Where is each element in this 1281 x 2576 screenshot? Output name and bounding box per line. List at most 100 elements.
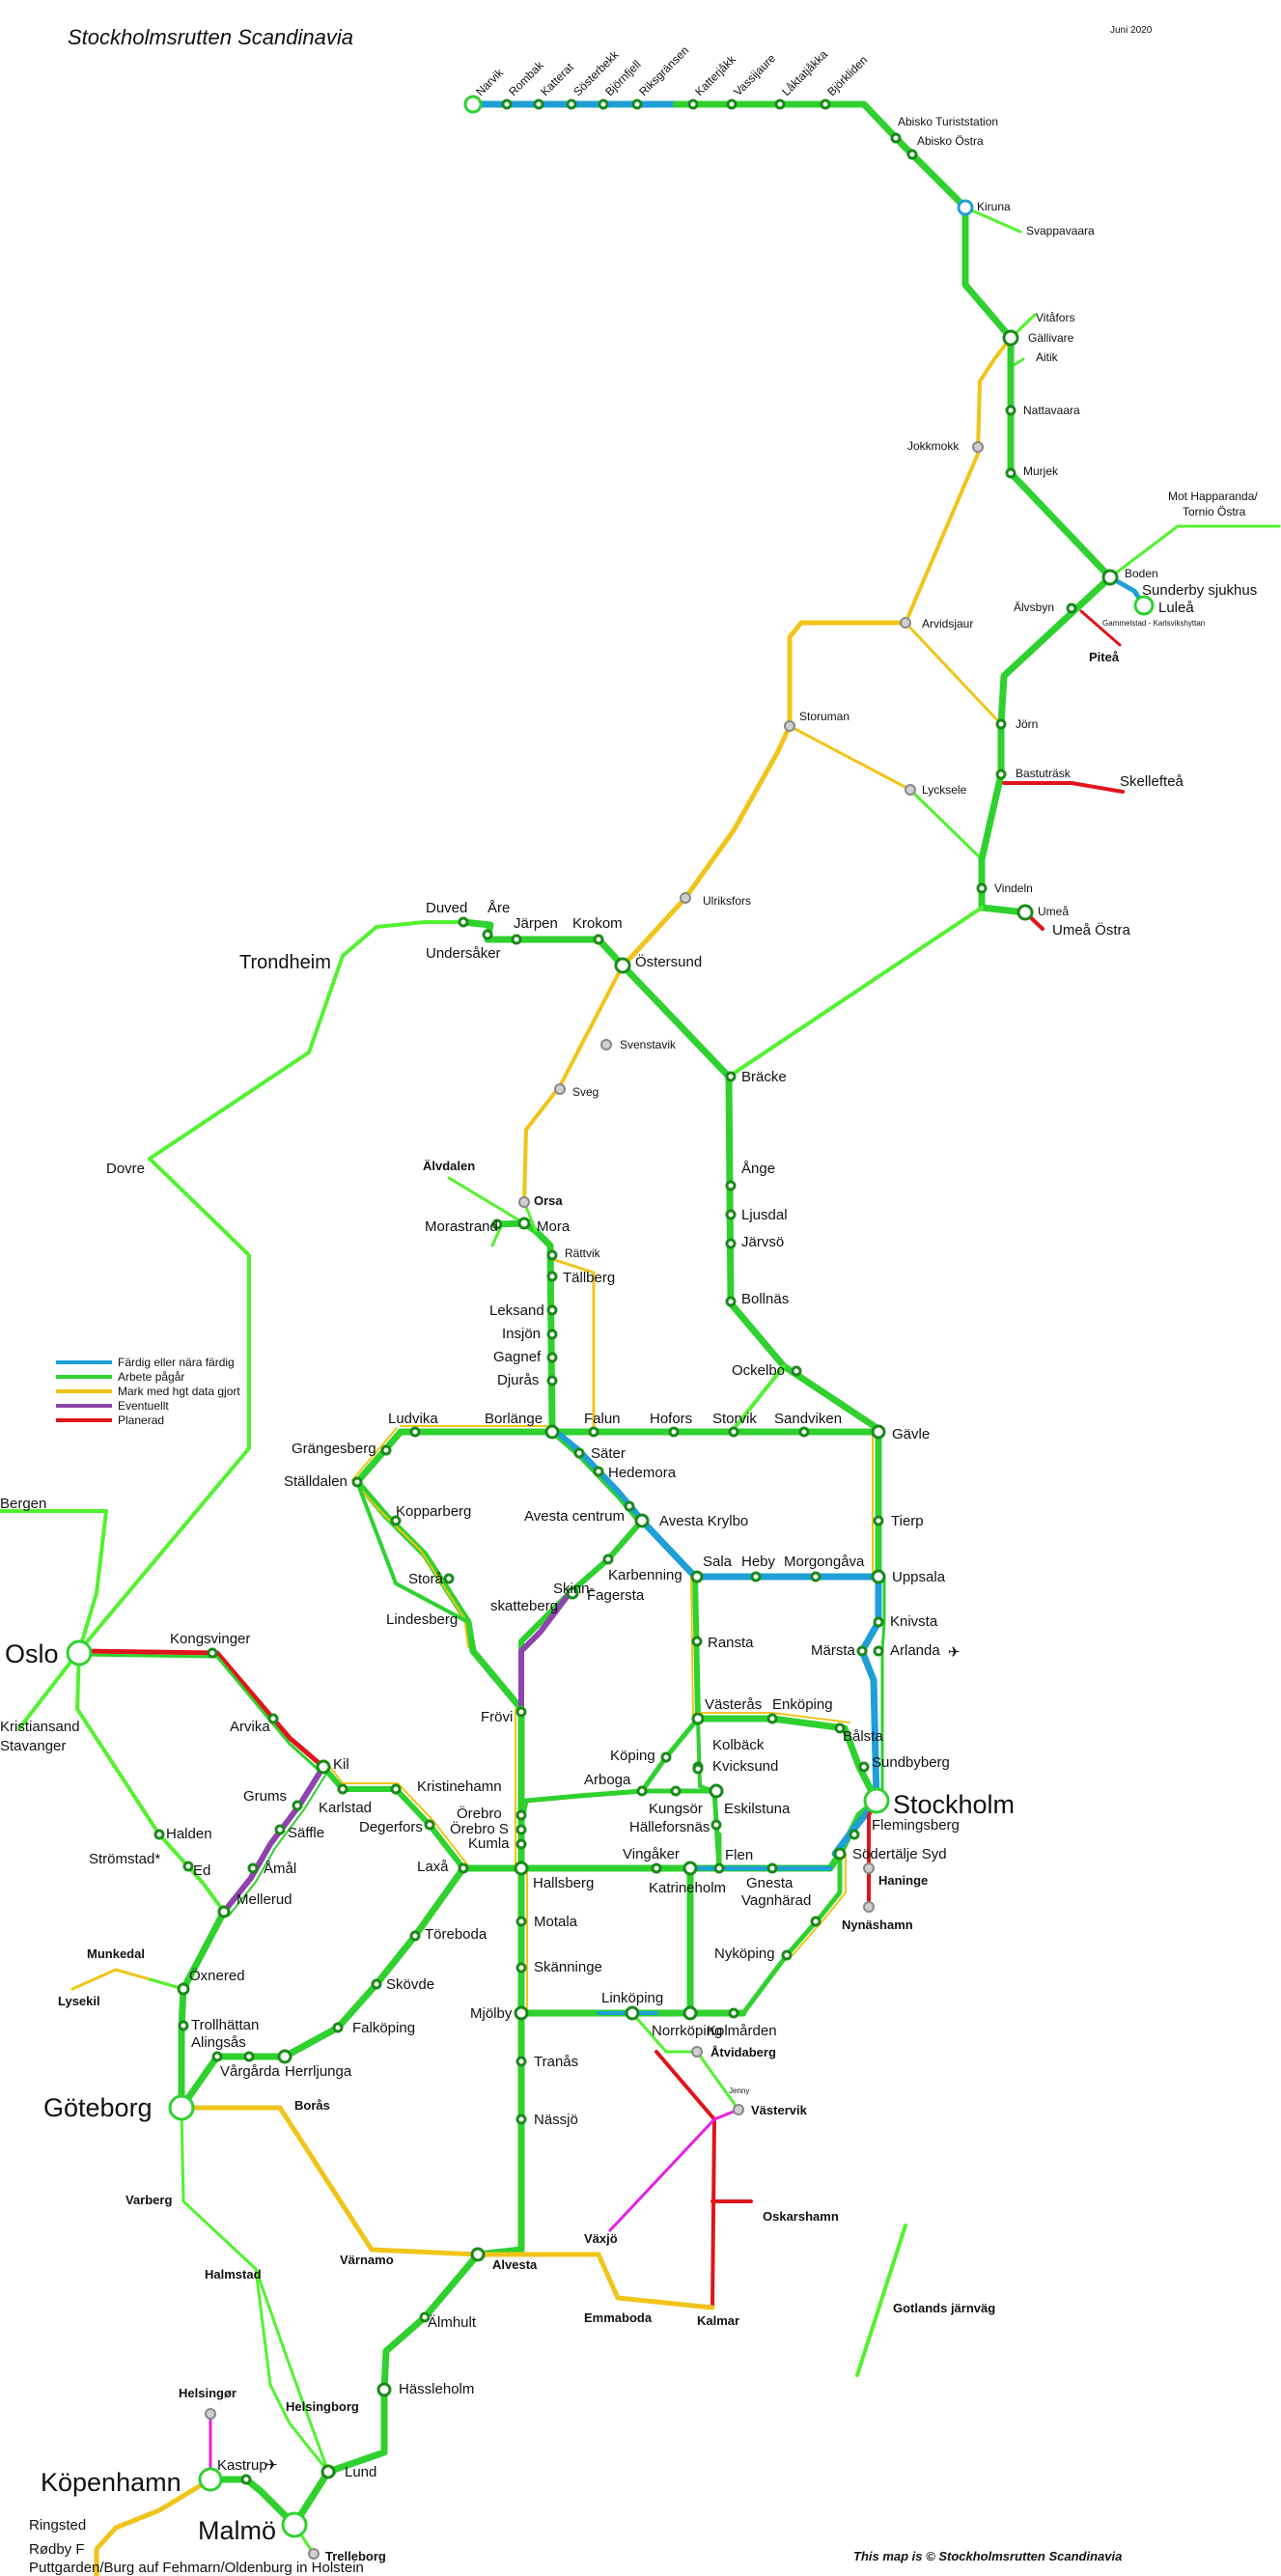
station-leksand <box>546 1304 558 1316</box>
line-basturask-skelleftea <box>1002 781 1125 794</box>
station-vassijaure <box>726 98 738 110</box>
label-bergen: Bergen <box>0 1496 46 1512</box>
label-trollhattan: Trollhättan <box>191 2017 259 2033</box>
label-boden: Boden <box>1125 567 1158 580</box>
line-alvdalen-orsa <box>447 1176 526 1225</box>
station-oslo <box>66 1639 93 1666</box>
line-kolback-eskilstuna <box>696 1717 716 1793</box>
station-umea <box>1016 904 1034 921</box>
line-lycksele-vindeln <box>908 788 984 861</box>
label-jorn: Jörn <box>1016 717 1038 731</box>
station-ed <box>182 1861 194 1872</box>
line-gallivare-boden <box>1007 334 1114 581</box>
station-jokkmokk <box>972 441 984 453</box>
line-atvidaberg-vastervik <box>695 2050 740 2112</box>
station-heby <box>750 1571 762 1582</box>
line-ostersund-sveg-orsa <box>522 964 625 1204</box>
station-gagnef <box>546 1352 558 1363</box>
label-almhult: Älmhult <box>428 2314 477 2331</box>
label-tallberg: Tällberg <box>563 1270 615 1286</box>
station-hedemora <box>593 1466 604 1477</box>
label-kil: Kil <box>333 1756 349 1773</box>
label-svappavaara: Svappavaara <box>1026 224 1095 238</box>
station-riksgransen <box>631 98 643 110</box>
station-koping <box>660 1751 672 1763</box>
station-bjornfjell <box>598 98 609 110</box>
label-norrkoping: Norrköping <box>652 2023 722 2039</box>
line-trondheim-storlien <box>148 920 465 1161</box>
station-ulriksfors <box>680 892 691 904</box>
station-katrineholm <box>682 1861 698 1876</box>
label-vassijaure: Vassijaure <box>731 51 778 98</box>
label-vingaker: Vingåker <box>623 1846 680 1862</box>
label-saffle: Säffle <box>288 1825 324 1841</box>
station-grangesberg <box>380 1444 392 1456</box>
station-karlstad <box>337 1783 348 1795</box>
label-kristinehamn: Kristinehamn <box>417 1778 502 1795</box>
label-sundbyberg: Sundbyberg <box>872 1754 950 1771</box>
station-frovi <box>515 1706 527 1718</box>
station-nattavaara <box>1005 405 1016 416</box>
line-boden-alvsbyn-vindeln <box>978 574 1114 911</box>
label-enkoping: Enköping <box>772 1696 833 1713</box>
legend-item: Eventuellt <box>56 1398 240 1413</box>
station-gallivare <box>1002 329 1019 347</box>
label-rodby: Rødby F <box>29 2541 85 2558</box>
line-hallsberg-mjolby-nassjo <box>291 1864 525 2529</box>
station-gnesta <box>766 1862 778 1874</box>
label-mellerud: Mellerud <box>237 1891 292 1908</box>
label-kolback: Kolbäck <box>712 1737 765 1753</box>
station-are <box>482 929 493 940</box>
label-skelleftea: Skellefteå <box>1120 773 1184 790</box>
station-ljusdal <box>725 1209 737 1220</box>
station-storuman <box>784 720 795 732</box>
station-ludvika <box>409 1426 421 1438</box>
label-gavle: Gävle <box>892 1426 930 1442</box>
station-jarvso <box>725 1238 737 1249</box>
label-oslo: Oslo <box>5 1639 59 1668</box>
label-oskarshamn: Oskarshamn <box>763 2209 839 2224</box>
label-munkedal: Munkedal <box>87 1946 145 1961</box>
label-arvidsjaur: Arvidsjaur <box>922 617 973 630</box>
station-murjek <box>1005 467 1016 479</box>
station-abisko-t <box>890 132 902 144</box>
label-kalmar: Kalmar <box>697 2313 739 2328</box>
station-laktatjakka <box>774 98 786 110</box>
label-kopenhamn: Köpenhamn <box>41 2468 181 2497</box>
station-motala <box>515 1916 527 1927</box>
label-laxa: Laxå <box>417 1859 449 1875</box>
label-kastrup: Kastrup <box>217 2457 267 2474</box>
station-fagersta <box>566 1586 579 1600</box>
label-are: Åre <box>487 900 510 916</box>
label-ringsted: Ringsted <box>29 2517 86 2534</box>
label-bollnas: Bollnäs <box>741 1291 789 1307</box>
label-grangesberg: Grängesberg <box>292 1441 376 1457</box>
label-kopparberg: Kopparberg <box>396 1503 471 1520</box>
station-grums <box>292 1800 303 1811</box>
station-basturask <box>995 769 1007 780</box>
station-djuras <box>546 1375 558 1386</box>
station-skanninge <box>515 1962 527 1974</box>
station-halleforsnas <box>710 1819 722 1831</box>
line-kiruna-gallivare <box>961 204 1015 342</box>
station-sala <box>690 1570 704 1583</box>
line-ostersund-bracke <box>619 962 733 1080</box>
legend: Färdig eller nära färdig Arbete pågår Ma… <box>56 1355 240 1427</box>
station-goteborg <box>168 2094 195 2121</box>
station-insjon <box>546 1329 558 1340</box>
label-marsta: Märsta <box>811 1642 856 1659</box>
line-kopenhamn-malmo <box>207 2468 332 2529</box>
label-vitafors: Vitåfors <box>1036 311 1074 324</box>
station-tallberg <box>546 1271 558 1282</box>
station-lycksele <box>905 784 916 796</box>
station-kastrup <box>240 2474 252 2485</box>
label-krokom: Krokom <box>572 915 623 932</box>
label-koping: Köping <box>610 1748 655 1764</box>
line-linkoping-kalmar-planned <box>654 2050 716 2310</box>
station-abisko-o <box>906 149 918 160</box>
label-falkoping: Falköping <box>352 2020 415 2036</box>
station-amal <box>247 1862 259 1874</box>
label-karbenning: Karbenning <box>608 1567 682 1583</box>
station-falun <box>588 1426 599 1438</box>
station-rattvik <box>546 1249 558 1261</box>
